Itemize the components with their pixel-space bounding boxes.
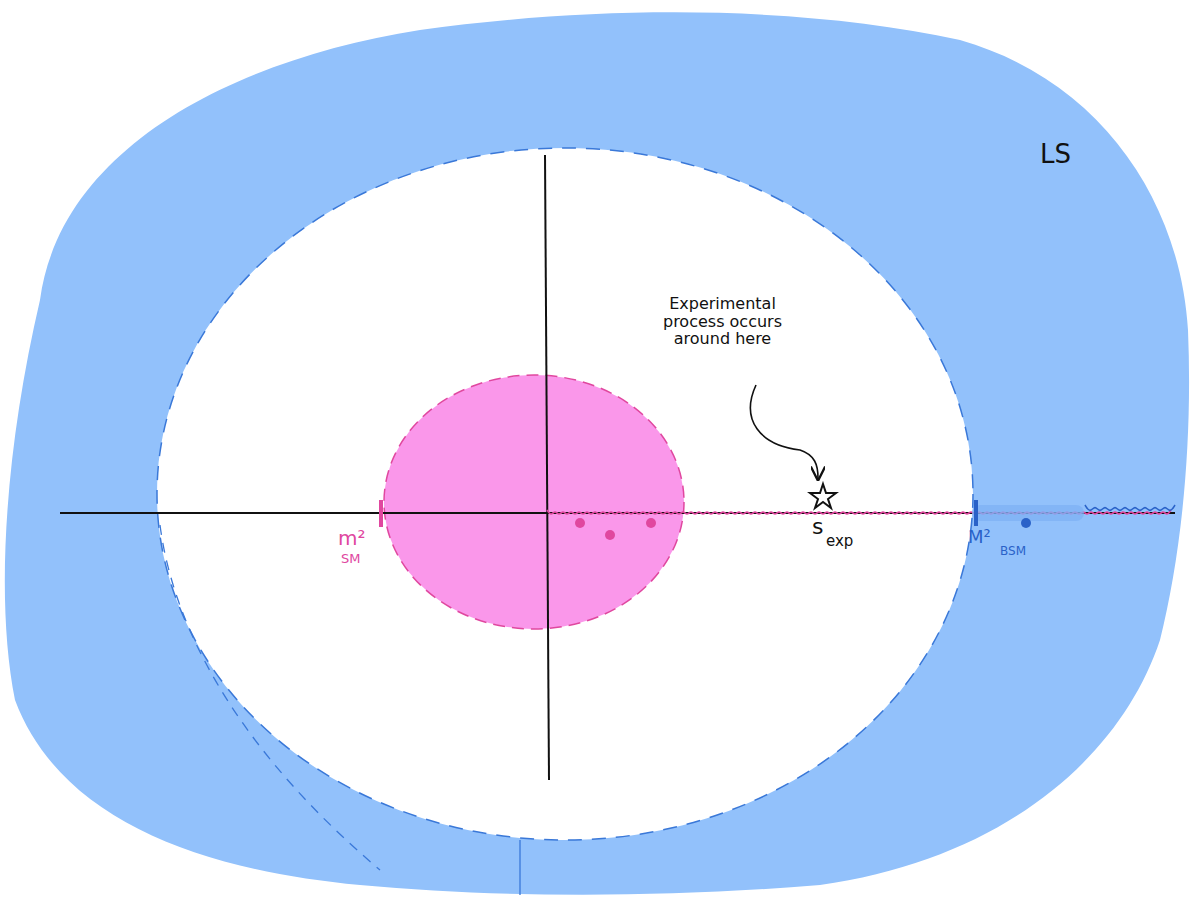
threshold-label: M² xyxy=(968,527,991,547)
pole-dot xyxy=(605,530,615,540)
plane-label: LS xyxy=(1040,140,1071,169)
branch-cut xyxy=(1085,505,1175,510)
threshold-tick xyxy=(379,500,383,527)
callout-note: Experimental process occurs around here xyxy=(640,295,805,348)
outer-region xyxy=(5,12,1189,894)
leader-line xyxy=(750,385,818,478)
threshold-subscript: BSM xyxy=(1000,545,1026,558)
point-subscript: exp xyxy=(826,533,853,550)
threshold-label: m² xyxy=(338,527,366,549)
pole-dot xyxy=(575,518,585,528)
seam-line xyxy=(160,525,380,870)
point-label: s xyxy=(812,515,823,539)
star-marker xyxy=(810,484,836,508)
seam-line xyxy=(519,840,520,895)
region-boundary xyxy=(157,148,973,840)
pole-dot xyxy=(1021,518,1031,528)
inner-disk xyxy=(384,375,684,629)
threshold-subscript: SM xyxy=(341,552,360,566)
threshold-tick xyxy=(974,500,978,526)
pole-dot xyxy=(646,518,656,528)
imaginary-axis xyxy=(545,155,549,780)
